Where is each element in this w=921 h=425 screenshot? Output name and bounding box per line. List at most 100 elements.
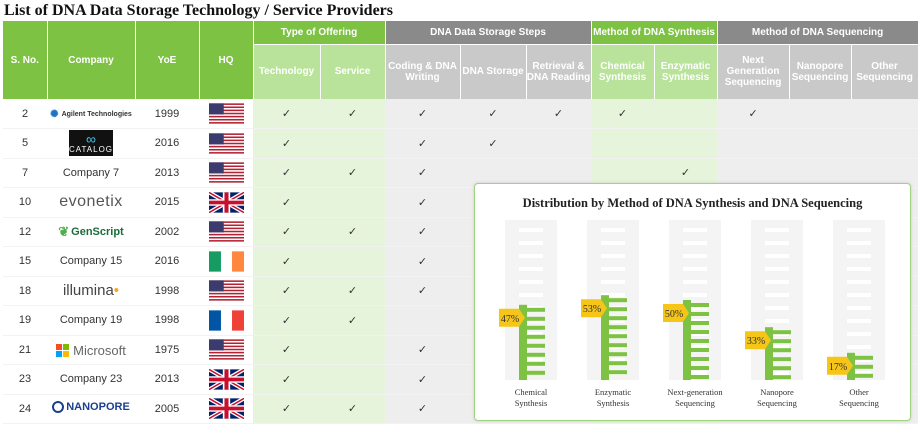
check-icon: ✓ [417,137,428,150]
header-hq[interactable]: HQ [199,21,254,99]
chart-title: Distribution by Method of DNA Synthesis … [522,196,863,210]
chart-tick-stub [765,267,789,271]
header-ngs[interactable]: Next Generation Sequencing [717,44,790,99]
chart-bar-segment [691,366,709,370]
header-method-synthesis[interactable]: Method of DNA Synthesis [591,21,718,45]
cell-sno: 21 [3,335,47,365]
chart-tick-stub [683,228,707,232]
company-name: Company 7 [62,166,120,179]
chart-tick-stub [519,241,543,245]
cell-tech: ✓ [253,335,320,365]
header-other[interactable]: Other Sequencing [851,44,919,99]
check-icon: ✓ [748,108,758,120]
check-icon: ✓ [488,137,498,150]
cell-coding: ✓ [385,187,461,218]
cell-company: Company 19 [47,305,135,336]
chart-bar-segment [527,361,545,366]
header-chemical[interactable]: Chemical Synthesis [591,44,655,99]
chart-category-label: Sequencing [839,398,879,408]
chart-bar-segment [527,370,545,375]
cell-retrieval [526,158,592,188]
check-icon: ✓ [347,226,358,239]
header-nanopore[interactable]: Nanopore Sequencing [789,44,852,99]
cell-sno: 7 [3,158,47,188]
company-name: Agilent Technologies [61,110,132,118]
chart-category-label: Enzymatic [595,387,632,397]
cell-hq [199,158,253,188]
chart-value-callout [663,304,689,322]
header-service[interactable]: Service [320,44,386,99]
cell-sno: 5 [3,128,47,159]
chart-tick-stub [683,293,707,297]
chart-tick-stub [519,358,543,362]
cell-tech: ✓ [253,217,320,247]
page-title: List of DNA Data Storage Technology / Se… [4,2,394,19]
chart-category-label: Chemical [515,387,548,397]
cell-coding: ✓ [385,158,461,188]
chart-bar-segment [773,339,791,344]
cell-service: ✓ [320,217,386,247]
cell-coding: ✓ [385,394,461,424]
header-coding[interactable]: Coding & DNA Writing [385,44,461,99]
check-icon: ✓ [417,196,428,209]
chart-column-bg [669,220,721,380]
header-technology[interactable]: Technology [253,44,321,99]
cell-coding: ✓ [385,276,461,306]
chart-bar-segment [527,334,545,339]
chart-bar-segment [527,343,545,348]
cell-service: ✓ [320,158,386,188]
cell-chemical [591,128,655,159]
header-retrieval[interactable]: Retrieval & DNA Reading [526,44,592,99]
cell-yoe: 1975 [135,335,199,365]
chart-tick-stub [601,358,625,362]
infinity-icon: ∞ [86,130,96,147]
chart-tick-stub [847,345,871,349]
cell-nanopore [789,99,852,129]
agilent-logo: ✺Agilent Technologies [50,109,132,120]
chart-tick-stub [519,254,543,258]
usa-flag-icon [208,162,244,183]
chart-bar-segment [609,307,627,312]
header-dna-steps[interactable]: DNA Data Storage Steps [385,21,592,45]
cell-company: Company 15 [47,246,135,277]
header-yoe[interactable]: YoE [135,21,200,99]
chart-tick-stub [519,319,543,323]
cell-tech: ✓ [253,246,320,277]
chart-tick-stub [601,241,625,245]
header-type-of-offering[interactable]: Type of Offering [253,21,386,45]
company-name: Company 15 [59,255,123,268]
cell-service: ✓ [320,305,386,336]
header-storage[interactable]: DNA Storage [460,44,527,99]
chart-bar-segment [609,325,627,330]
check-icon: ✓ [281,344,292,357]
check-icon: ✓ [281,255,292,268]
cell-retrieval: ✓ [526,99,592,129]
chart-tick-stub [765,254,789,258]
chart-tick-stub [765,345,789,349]
cell-company: Company 23 [47,364,135,395]
cell-other [851,128,919,159]
cell-yoe: 2013 [135,364,199,395]
chart-bar-segment [691,375,709,379]
cell-yoe: 2013 [135,158,199,188]
cell-retrieval [526,128,592,159]
cell-storage: ✓ [460,128,527,159]
header-method-sequencing[interactable]: Method of DNA Sequencing [717,21,919,45]
cell-company: Company 7 [47,158,135,188]
chart-bar-segment [609,352,627,357]
cell-service [320,246,386,277]
header-company[interactable]: Company [47,21,136,99]
evonetix-logo: evonetix [59,193,123,211]
chart-tick-stub [765,241,789,245]
header-enzymatic[interactable]: Enzymatic Synthesis [654,44,718,99]
cell-tech: ✓ [253,394,320,424]
cell-ngs [717,128,790,159]
header-sno[interactable]: S. No. [3,21,48,99]
usa-flag-icon [208,221,244,242]
check-icon: ✓ [617,108,628,120]
chart-tick-stub [601,280,625,284]
check-icon: ✓ [281,226,292,239]
